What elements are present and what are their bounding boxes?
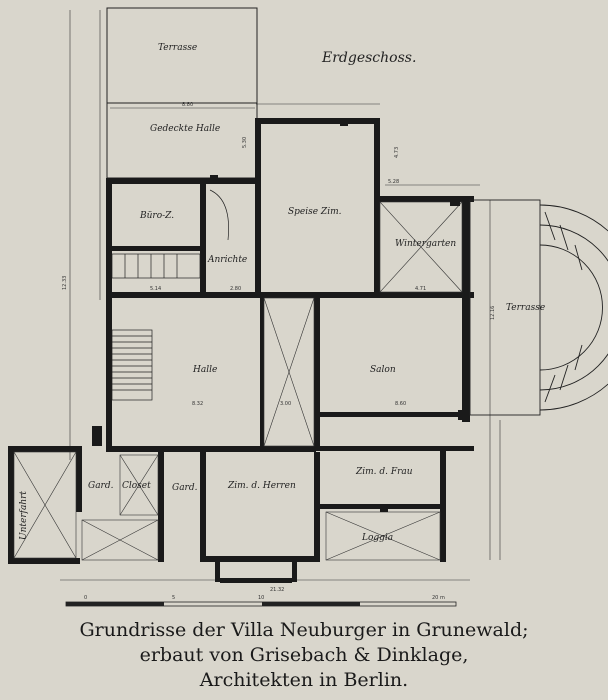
svg-text:8.60: 8.60 [395, 401, 406, 407]
room-label-closet: Closet [122, 481, 151, 491]
svg-text:5.14: 5.14 [150, 286, 161, 292]
caption: Grundrisse der Villa Neuburger in Grunew… [0, 618, 608, 693]
room-label-anrichte: Anrichte [207, 255, 247, 265]
svg-text:5: 5 [172, 595, 175, 601]
terrace-top [106, 7, 258, 179]
svg-text:5.28: 5.28 [388, 179, 399, 185]
room-label-wintergarten: Wintergarten [395, 239, 456, 249]
svg-text:8.80: 8.80 [182, 102, 193, 108]
room-label-salon: Salon [370, 365, 396, 375]
room-label-terrasse-right: Terrasse [506, 303, 545, 313]
room-label-gedeckte-halle: Gedeckte Halle [150, 124, 220, 134]
caption-line-1: Grundrisse der Villa Neuburger in Grunew… [79, 619, 529, 641]
room-label-loggia: Loggia [361, 533, 393, 543]
svg-text:12.33: 12.33 [62, 276, 68, 290]
svg-text:0: 0 [84, 595, 87, 601]
svg-text:4.71: 4.71 [415, 286, 426, 292]
floor-title: Erdgeschoss. [321, 50, 416, 66]
caption-line-2: erbaut von Grisebach & Dinklage, [139, 644, 469, 666]
svg-text:20 m: 20 m [432, 595, 445, 601]
room-label-herren: Zim. d. Herren [227, 481, 296, 491]
svg-text:21.32: 21.32 [270, 587, 284, 593]
room-label-gard-1: Gard. [88, 481, 114, 491]
terrace-right [469, 199, 608, 416]
svg-text:8.32: 8.32 [192, 401, 203, 407]
svg-text:12.16: 12.16 [490, 306, 496, 320]
svg-text:2.80: 2.80 [230, 286, 241, 292]
walls [8, 118, 474, 583]
dimension-labels: 8.80 5.30 4.73 5.28 5.14 2.80 4.71 12.16… [62, 102, 496, 593]
room-label-buero: Büro-Z. [139, 211, 174, 221]
room-label-gard-2: Gard. [172, 483, 198, 493]
piers [92, 118, 468, 512]
stairs [111, 189, 229, 401]
room-label-frau: Zim. d. Frau [355, 467, 413, 477]
room-label-halle: Halle [192, 365, 217, 375]
room-label-terrasse-top: Terrasse [158, 43, 197, 53]
scale-bar: 0 5 10 20 m [65, 595, 457, 607]
room-label-unterfahrt: Unterfahrt [19, 491, 29, 540]
svg-text:4.73: 4.73 [394, 147, 400, 158]
floor-plan: Erdgeschoss. Terrasse Gedeckte Halle Bür… [8, 7, 608, 607]
svg-text:10: 10 [258, 595, 264, 601]
cross-hatched-areas [13, 201, 463, 561]
svg-text:3.00: 3.00 [280, 401, 291, 407]
caption-line-3: Architekten in Berlin. [199, 669, 409, 691]
room-label-speise: Speise Zim. [288, 207, 342, 217]
svg-text:5.30: 5.30 [242, 137, 248, 148]
